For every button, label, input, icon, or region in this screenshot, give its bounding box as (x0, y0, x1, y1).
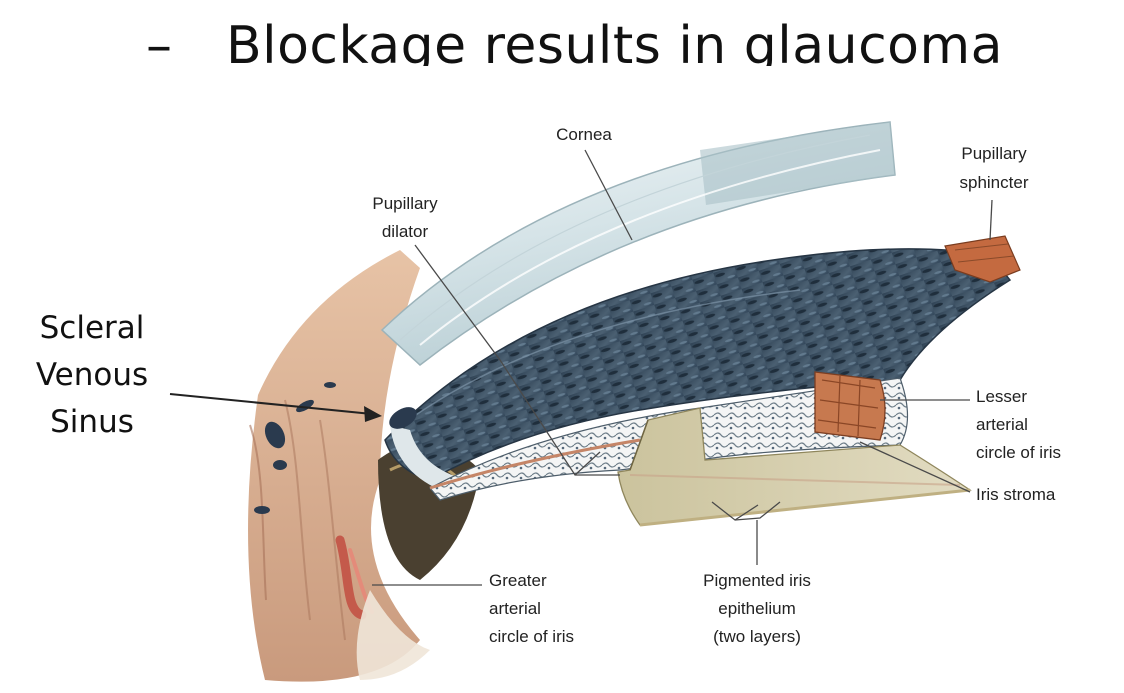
scleral-venous-sinus (389, 407, 417, 429)
sclera-tissue-block (248, 250, 430, 682)
label-pupillary-sphincter-line2: sphincter (960, 173, 1029, 192)
label-lesser-circle-line1: Lesser (976, 387, 1027, 406)
label-pigmented-epithelium-line3: (two layers) (713, 627, 801, 646)
scleral-sinus-arrow (169, 393, 382, 422)
label-pupillary-dilator-line2: dilator (382, 222, 429, 241)
label-greater-circle-line2: arterial (489, 599, 541, 618)
callout-line3: Sinus (50, 404, 134, 440)
callout-line1: Scleral (40, 310, 145, 346)
diagram-labels: Cornea Pupillary sphincter Pupillary dil… (372, 125, 1061, 646)
label-lesser-circle-line2: arterial (976, 415, 1028, 434)
cornea (380, 121, 896, 366)
label-iris-stroma: Iris stroma (976, 485, 1056, 504)
label-pigmented-epithelium-line1: Pigmented iris (703, 571, 811, 590)
label-greater-circle-line1: Greater (489, 571, 547, 590)
bullet-label: Blockage results in glaucoma (226, 16, 1003, 66)
label-greater-circle-line3: circle of iris (489, 627, 574, 646)
leader-lines (372, 149, 993, 586)
label-cornea: Cornea (556, 125, 612, 144)
callout-line2: Venous (36, 357, 148, 393)
bullet-text: – Blockage results in glaucoma (146, 6, 1003, 66)
bullet-dash: – (146, 16, 173, 66)
scleral-venous-sinus-callout: Scleral Venous Sinus (36, 310, 148, 440)
pupillary-sphincter (944, 235, 1021, 283)
label-pupillary-sphincter-line1: Pupillary (961, 144, 1027, 163)
pigmented-epithelium (617, 407, 972, 527)
lesser-arterial-circle (814, 371, 886, 441)
label-pupillary-dilator-line1: Pupillary (372, 194, 438, 213)
bullet-point: – Blockage results in glaucoma (0, 0, 1124, 66)
label-pigmented-epithelium-line2: epithelium (718, 599, 796, 618)
label-lesser-circle-line3: circle of iris (976, 443, 1061, 462)
